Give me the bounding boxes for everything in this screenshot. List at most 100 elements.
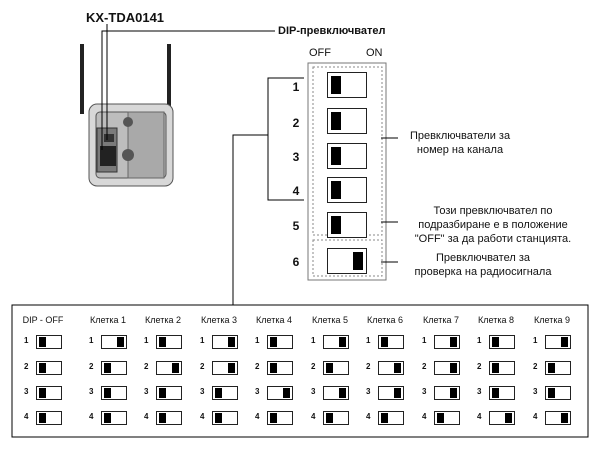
row-number: 1 <box>366 336 371 345</box>
note-default-switch: Този превключвател по подразбиране е в п… <box>398 204 588 246</box>
mini-dip-switch <box>101 361 127 375</box>
mini-dip-switch-knob <box>283 388 290 398</box>
mini-dip-switch-knob <box>104 413 111 423</box>
switch-number: 1 <box>292 80 300 94</box>
row-number: 3 <box>24 387 29 396</box>
column-header: DIP - OFF <box>22 315 64 325</box>
note-line: Превключватели за <box>409 130 511 142</box>
mini-dip-switch-knob <box>270 413 277 423</box>
column-header: Клетка 4 <box>256 315 292 325</box>
column-header: Клетка 5 <box>312 315 348 325</box>
row-number: 4 <box>200 412 205 421</box>
note-line: Този превключвател по <box>433 205 553 217</box>
switch-number: 2 <box>292 116 300 130</box>
row-number: 4 <box>89 412 94 421</box>
mini-dip-switch <box>489 335 515 349</box>
mini-dip-switch-knob <box>159 413 166 423</box>
mini-dip-switch-knob <box>561 413 568 423</box>
mini-dip-switch-knob <box>228 337 235 347</box>
mini-dip-switch <box>545 411 571 425</box>
column-header: Клетка 9 <box>534 315 570 325</box>
mini-dip-switch <box>156 361 182 375</box>
row-number: 2 <box>477 362 482 371</box>
note-line: "OFF" за да работи станцията. <box>414 233 572 245</box>
mini-dip-switch-knob <box>104 363 111 373</box>
mini-dip-switch <box>212 411 238 425</box>
mini-dip-switch <box>267 335 293 349</box>
model-label: KX-TDA0141 <box>86 10 165 25</box>
row-number: 2 <box>144 362 149 371</box>
switch-number: 3 <box>292 150 300 164</box>
mini-dip-switch <box>212 361 238 375</box>
dip-switch-knob <box>331 112 341 130</box>
dip-switch-3 <box>327 143 367 169</box>
note-channel-switches: Превключватели за номер на канала <box>400 129 520 157</box>
mini-dip-switch <box>212 386 238 400</box>
column-header: Клетка 8 <box>478 315 514 325</box>
dip-switch-title: DIP-превключвател <box>278 25 386 37</box>
dip-switch-knob <box>331 76 341 94</box>
row-number: 4 <box>366 412 371 421</box>
mini-dip-switch-knob <box>492 388 499 398</box>
column-header: Клетка 2 <box>145 315 181 325</box>
note-radio-switch: Превключвател за проверка на радиосигнал… <box>398 251 568 279</box>
row-number: 1 <box>477 336 482 345</box>
mini-dip-switch <box>323 361 349 375</box>
mini-dip-switch <box>156 386 182 400</box>
mini-dip-switch <box>378 335 404 349</box>
switch-number: 5 <box>292 219 300 233</box>
mini-dip-switch-knob <box>172 363 179 373</box>
antenna-right <box>167 44 171 114</box>
mini-dip-switch-knob <box>339 337 346 347</box>
dip-switch-2 <box>327 108 367 134</box>
row-number: 1 <box>24 336 29 345</box>
mini-dip-switch-knob <box>104 388 111 398</box>
mini-dip-switch-knob <box>492 337 499 347</box>
note-line: проверка на радиосигнала <box>414 266 552 278</box>
row-number: 4 <box>144 412 149 421</box>
dip-switch-1 <box>327 72 367 98</box>
row-number: 4 <box>533 412 538 421</box>
mini-dip-switch <box>545 361 571 375</box>
mini-dip-switch-knob <box>450 337 457 347</box>
row-number: 1 <box>144 336 149 345</box>
row-number: 3 <box>200 387 205 396</box>
mini-dip-switch-knob <box>450 388 457 398</box>
mini-dip-switch <box>545 386 571 400</box>
mini-dip-switch-knob <box>270 363 277 373</box>
dip-switch-knob <box>331 216 341 234</box>
mini-dip-switch <box>434 411 460 425</box>
mini-dip-switch-knob <box>394 388 401 398</box>
mini-dip-switch <box>212 335 238 349</box>
row-number: 3 <box>89 387 94 396</box>
mini-dip-switch-knob <box>450 363 457 373</box>
mini-dip-switch <box>101 411 127 425</box>
mini-dip-switch-knob <box>505 413 512 423</box>
dip-switch-5 <box>327 212 367 238</box>
mini-dip-switch-knob <box>548 363 555 373</box>
row-number: 1 <box>200 336 205 345</box>
row-number: 4 <box>477 412 482 421</box>
row-number: 4 <box>311 412 316 421</box>
mini-dip-switch <box>489 386 515 400</box>
dip-switch-knob <box>353 252 363 270</box>
mini-dip-switch-knob <box>117 337 124 347</box>
column-header: Клетка 6 <box>367 315 403 325</box>
mini-dip-switch-knob <box>561 337 568 347</box>
mini-dip-switch-knob <box>39 388 46 398</box>
mini-dip-switch <box>434 386 460 400</box>
mini-dip-switch-knob <box>326 413 333 423</box>
note-line: Превключвател за <box>436 252 530 264</box>
mini-dip-switch <box>101 335 127 349</box>
mini-dip-switch-knob <box>381 337 388 347</box>
row-number: 2 <box>311 362 316 371</box>
mini-dip-switch-knob <box>339 388 346 398</box>
mini-dip-switch <box>36 386 62 400</box>
switch-number: 4 <box>292 184 300 198</box>
row-number: 1 <box>255 336 260 345</box>
dip-switch-knob <box>331 147 341 165</box>
mini-dip-switch <box>434 335 460 349</box>
note-line: номер на канала <box>416 144 504 156</box>
row-number: 3 <box>422 387 427 396</box>
